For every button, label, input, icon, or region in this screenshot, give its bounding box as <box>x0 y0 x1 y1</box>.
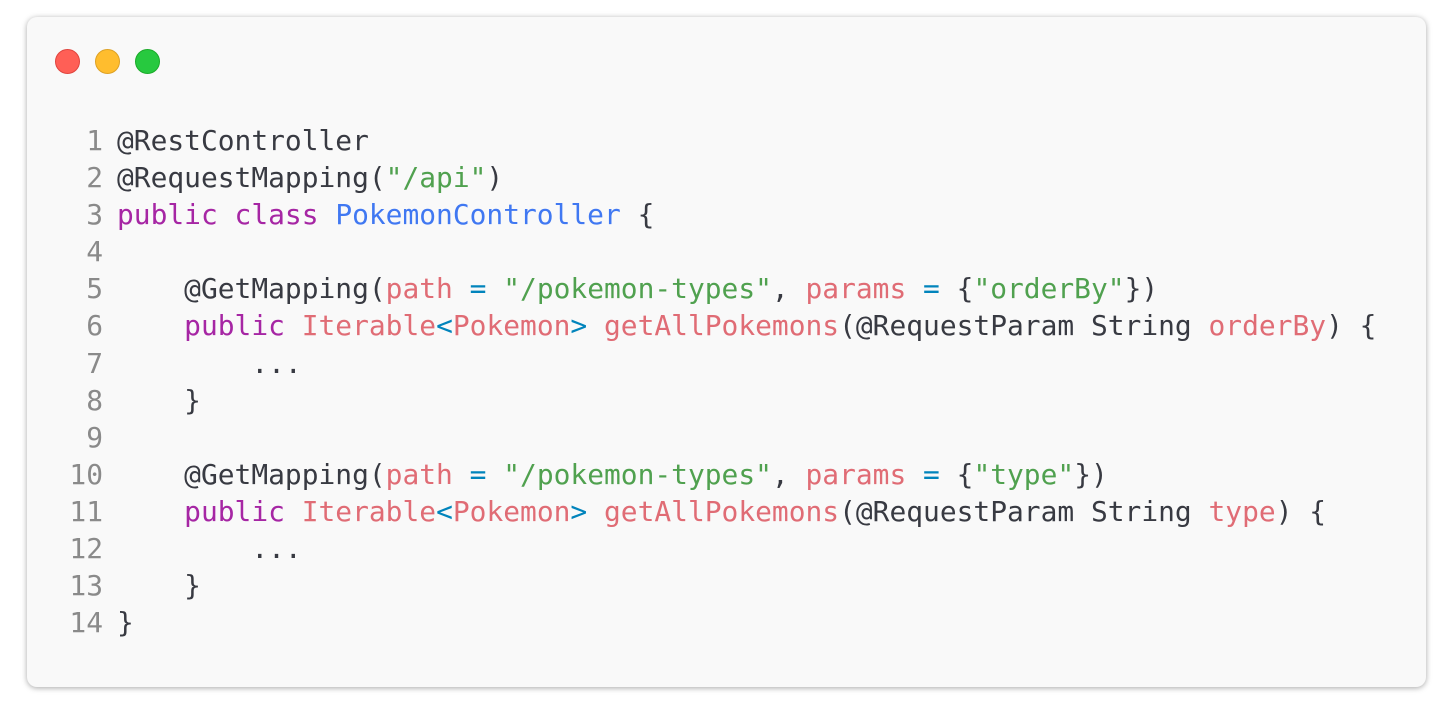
code-token: "/pokemon-types" <box>503 457 772 491</box>
line-number: 11 <box>69 494 103 528</box>
code-token: orderBy <box>1208 309 1327 343</box>
code-token: < <box>436 494 453 528</box>
code-line: 5 @GetMapping(path = "/pokemon-types", p… <box>27 270 1376 307</box>
code-token: "/api" <box>385 161 487 195</box>
code-token <box>285 493 302 530</box>
code-token: @GetMapping( <box>117 457 386 491</box>
line-number: 4 <box>86 235 103 269</box>
line-number: 2 <box>86 161 103 195</box>
code-token: "/pokemon-types" <box>503 272 772 306</box>
code-token: (@RequestParam String <box>839 494 1209 528</box>
line-number: 10 <box>69 457 103 491</box>
code-token <box>587 307 604 344</box>
line-number: 9 <box>86 420 103 454</box>
code-token: getAllPokemons <box>604 309 840 343</box>
code-token: , <box>771 272 806 306</box>
code-line: 13 } <box>27 567 1376 604</box>
code-token: class <box>234 198 319 232</box>
line-number: 13 <box>69 569 103 603</box>
code-token <box>486 270 503 307</box>
code-token: { <box>939 457 974 491</box>
close-button[interactable] <box>55 49 80 74</box>
code-token: params <box>805 457 907 491</box>
line-number: 7 <box>86 346 103 380</box>
code-line: 12 ... <box>27 530 1376 567</box>
code-token <box>218 196 235 233</box>
code-token <box>117 493 184 530</box>
code-token: } <box>117 569 201 603</box>
code-token: { <box>620 198 655 232</box>
code-token: ... <box>117 532 302 566</box>
minimize-button[interactable] <box>95 49 120 74</box>
code-token: path <box>385 457 453 491</box>
code-token: = <box>469 457 487 491</box>
code-token: ... <box>117 346 302 380</box>
code-line: 2 @RequestMapping("/api") <box>27 159 1376 196</box>
code-token: } <box>117 606 134 640</box>
maximize-button[interactable] <box>135 49 160 74</box>
code-line: 1 @RestController <box>27 122 1376 159</box>
code-line: 4 <box>27 233 1376 270</box>
code-line: 14} <box>27 604 1376 641</box>
line-number: 6 <box>86 309 103 343</box>
code-token: type <box>1208 494 1276 528</box>
code-line: 6 public Iterable<Pokemon> getAllPokemon… <box>27 307 1376 344</box>
code-line: 8 } <box>27 382 1376 419</box>
code-token: public <box>184 494 285 528</box>
code-token: = <box>923 457 940 491</box>
code-line: 7 ... <box>27 345 1376 382</box>
code-token: (@RequestParam String <box>839 309 1209 343</box>
code-token: public <box>117 198 218 232</box>
code-token: public <box>184 309 285 343</box>
line-number: 5 <box>86 272 103 306</box>
code-token: "orderBy" <box>973 272 1125 306</box>
code-token: Iterable <box>301 494 437 528</box>
code-token: params <box>805 272 907 306</box>
code-token <box>453 456 470 493</box>
code-token: Pokemon <box>452 309 571 343</box>
code-line: 11 public Iterable<Pokemon> getAllPokemo… <box>27 493 1376 530</box>
code-token: ) <box>486 161 504 195</box>
code-line: 3 public class PokemonController { <box>27 196 1376 233</box>
code-line: 9 <box>27 419 1376 456</box>
code-token <box>486 456 503 493</box>
code-token: @GetMapping( <box>117 272 386 306</box>
code-window: 1 @RestController 2 @RequestMapping("/api")… <box>27 17 1426 687</box>
code-token: PokemonController <box>335 198 621 232</box>
code-token: @RestController <box>117 124 369 157</box>
line-number: 8 <box>86 383 103 417</box>
code-token: getAllPokemons <box>604 494 840 528</box>
code-token: path <box>385 272 453 306</box>
code-token: = <box>469 272 487 306</box>
code-token: , <box>771 457 806 491</box>
code-token <box>906 456 923 493</box>
code-block: 1 @RestController 2 @RequestMapping("/api")… <box>27 122 1376 641</box>
code-token: Pokemon <box>452 494 571 528</box>
line-number: 1 <box>86 124 103 157</box>
code-token: = <box>923 272 940 306</box>
code-token: "type" <box>973 457 1075 491</box>
code-token <box>453 270 470 307</box>
line-number: 3 <box>86 198 103 232</box>
code-token: }) <box>1124 272 1159 306</box>
code-token: ) { <box>1275 494 1327 528</box>
code-line: 10 @GetMapping(path = "/pokemon-types", … <box>27 456 1376 493</box>
code-token: @RequestMapping( <box>117 161 386 195</box>
code-token <box>906 270 923 307</box>
code-token: > <box>570 494 588 528</box>
code-token: }) <box>1074 457 1108 491</box>
code-token: } <box>117 383 201 417</box>
code-token <box>285 307 302 344</box>
code-token <box>587 493 604 530</box>
line-number: 14 <box>69 606 103 640</box>
code-token <box>319 196 336 233</box>
line-number: 12 <box>69 532 103 566</box>
code-token: { <box>939 272 974 306</box>
code-token: < <box>436 309 453 343</box>
code-token <box>117 307 184 344</box>
code-token: ) { <box>1326 309 1377 343</box>
code-token: Iterable <box>301 309 437 343</box>
code-token: > <box>570 309 588 343</box>
